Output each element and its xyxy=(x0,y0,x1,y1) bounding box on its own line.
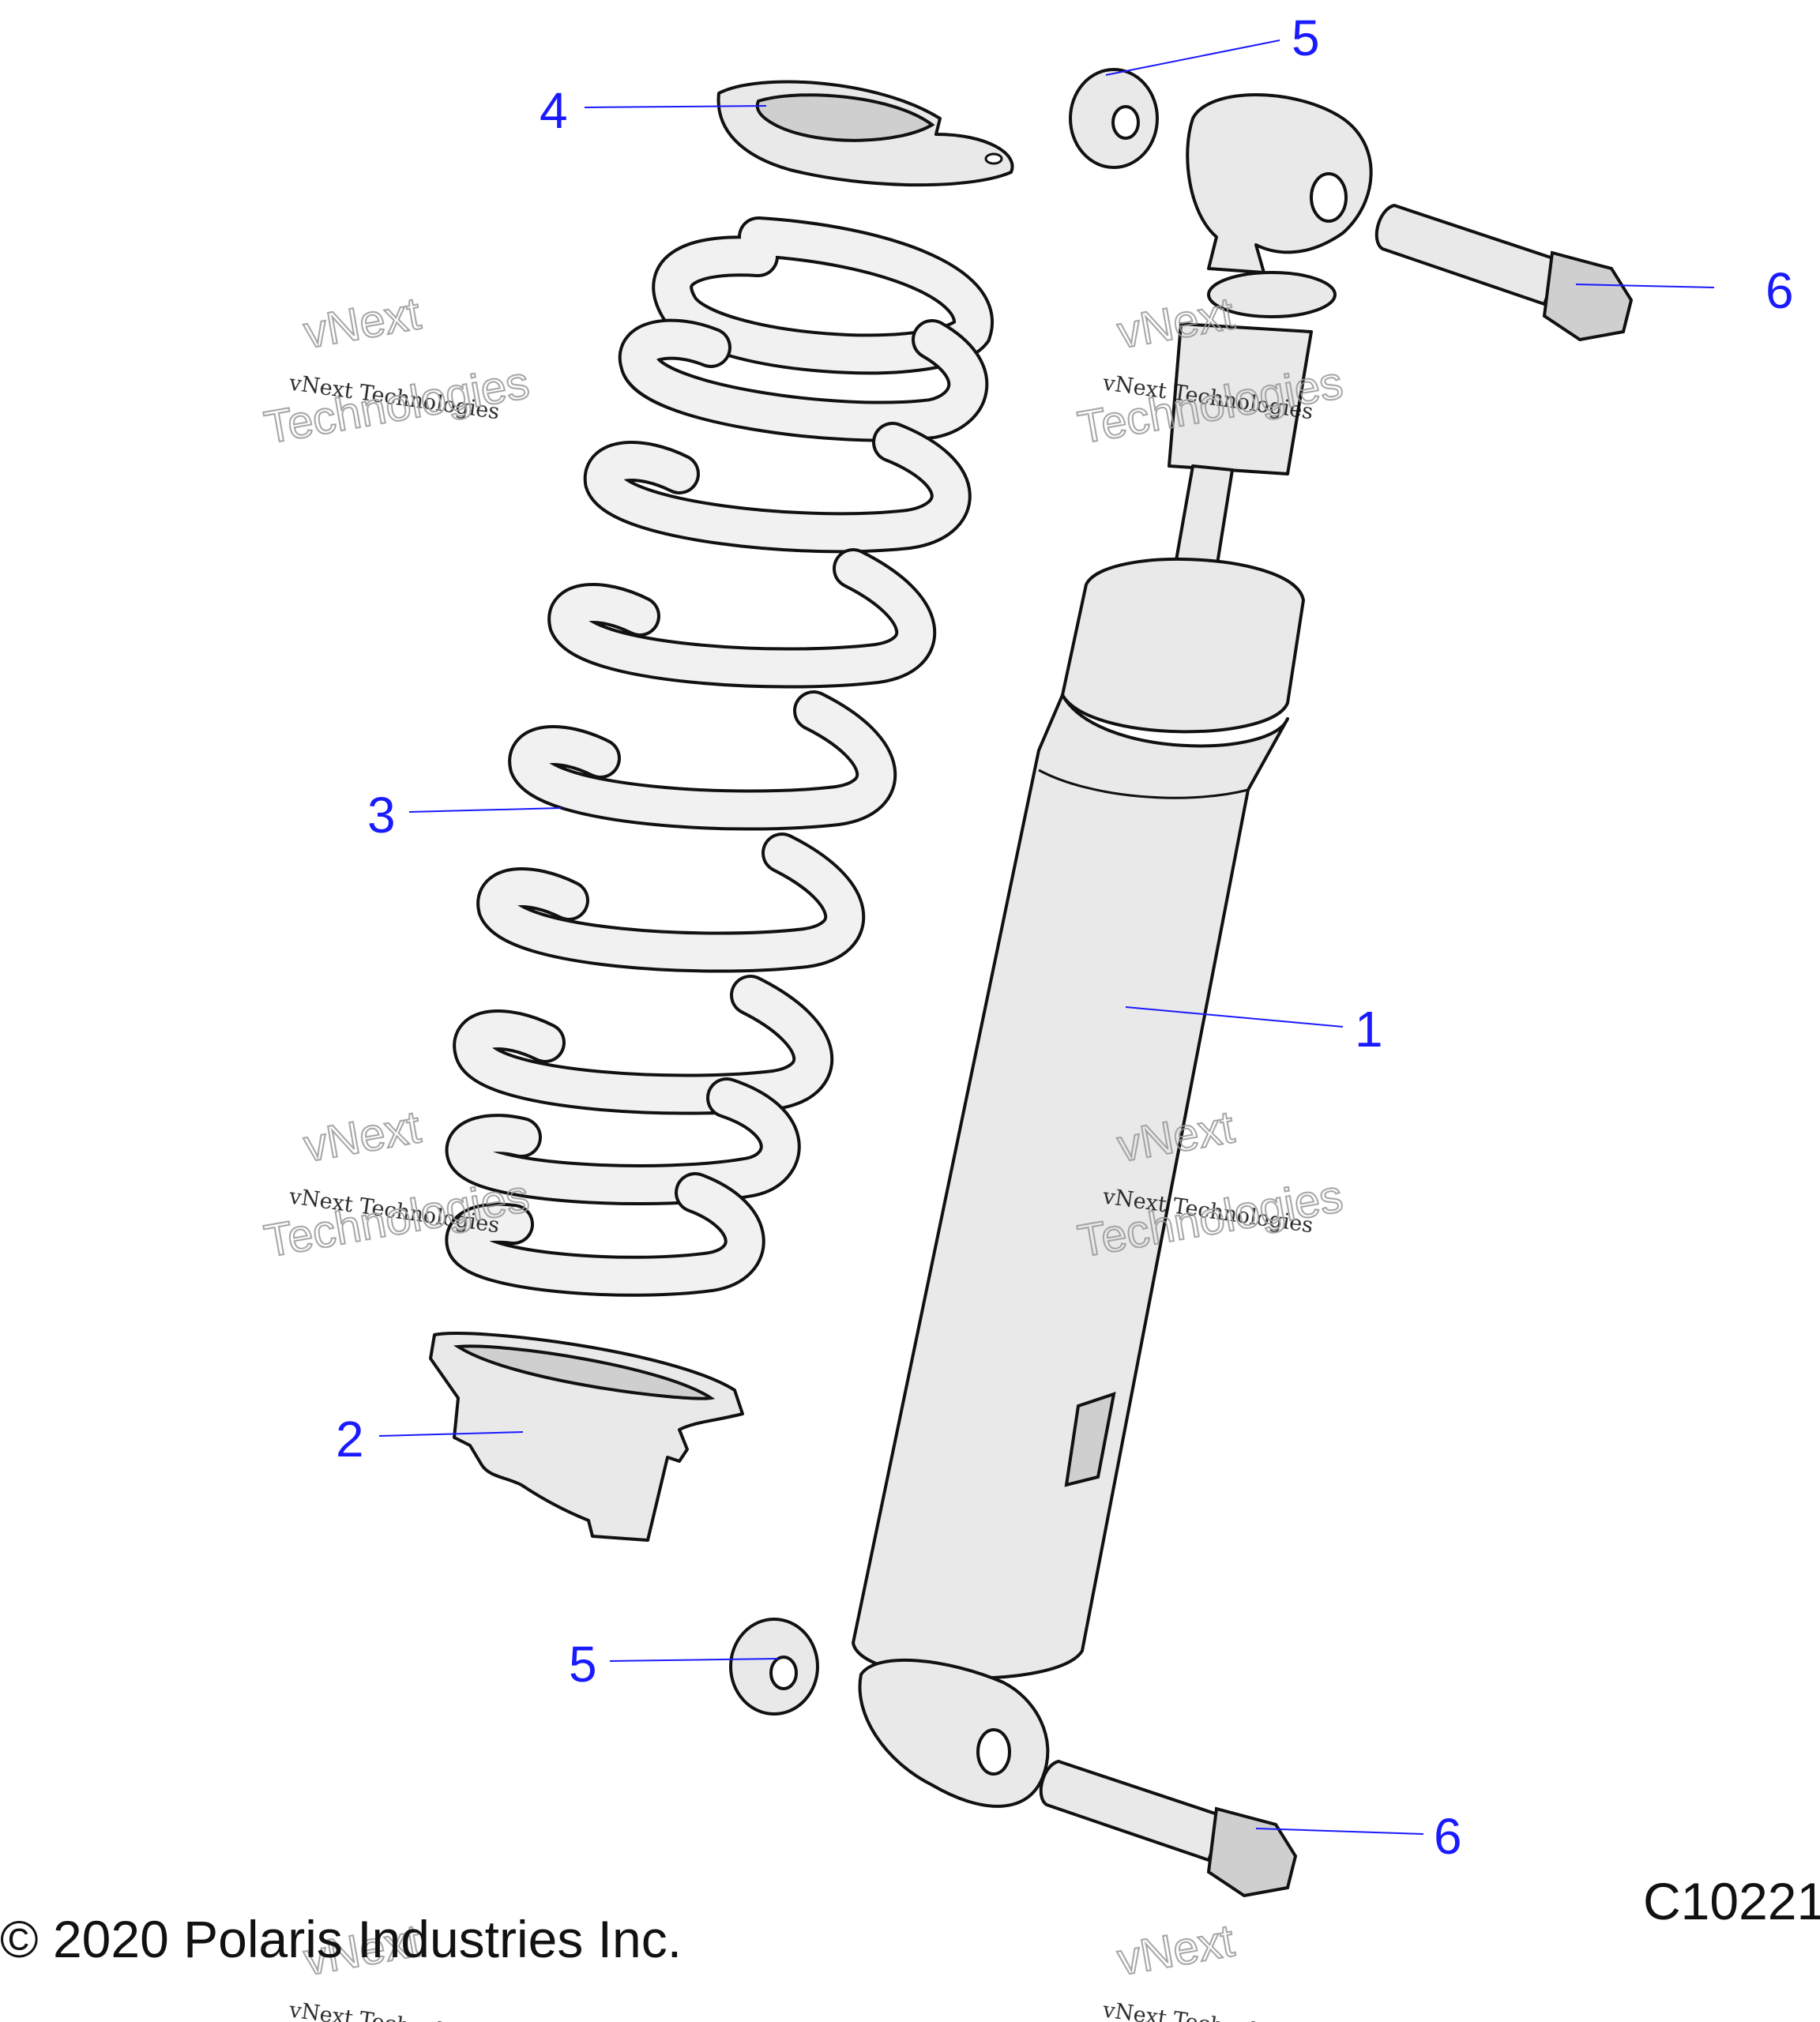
svg-text:vNext: vNext xyxy=(1114,1915,1238,1986)
callout-1[interactable]: 1 xyxy=(1355,1001,1383,1058)
part-bushing-lower xyxy=(729,1618,819,1716)
part-shock-absorber xyxy=(852,93,1373,1808)
watermark: vNext vNext Technologies Technologies xyxy=(260,287,534,454)
callout-5-lower[interactable]: 5 xyxy=(569,1636,597,1693)
watermark: vNext vNext Technologies xyxy=(1100,1914,1314,2022)
leader-1 xyxy=(1125,1006,1344,1028)
svg-text:vNext: vNext xyxy=(300,1101,424,1172)
part-lower-spring-seat xyxy=(429,1332,744,1542)
part-bushing-upper xyxy=(1069,68,1159,169)
svg-text:vNext: vNext xyxy=(300,288,424,359)
svg-text:Technologies: Technologies xyxy=(261,357,533,454)
part-bolt-upper xyxy=(1374,204,1634,342)
callout-4[interactable]: 4 xyxy=(540,82,568,139)
callout-6-upper[interactable]: 6 xyxy=(1765,262,1794,319)
leader-5a xyxy=(1105,39,1280,76)
leader-6a xyxy=(1575,284,1715,288)
callout-3[interactable]: 3 xyxy=(367,787,396,844)
leader-lines xyxy=(378,39,1715,1835)
part-coil-spring xyxy=(445,216,994,1297)
svg-text:vNext Technologies: vNext Technologies xyxy=(287,1998,501,2022)
part-bolt-lower xyxy=(1039,1760,1298,1898)
leader-3 xyxy=(408,807,562,813)
leader-5b xyxy=(609,1658,779,1662)
part-upper-spring-retainer xyxy=(716,80,1014,187)
callout-5-upper[interactable]: 5 xyxy=(1292,9,1320,66)
figure-code: C10221 xyxy=(1643,1872,1820,1930)
leader-6b xyxy=(1255,1828,1424,1835)
leader-2 xyxy=(378,1431,524,1437)
svg-text:vNext Technologies: vNext Technologies xyxy=(1100,1998,1314,2022)
copyright-text: © 2020 Polaris Industries Inc. xyxy=(0,1910,682,1968)
callouts: 1 2 3 4 5 5 6 6 xyxy=(336,9,1794,1865)
leader-4 xyxy=(584,105,767,108)
callout-6-lower[interactable]: 6 xyxy=(1434,1808,1462,1865)
callout-2[interactable]: 2 xyxy=(336,1411,364,1468)
